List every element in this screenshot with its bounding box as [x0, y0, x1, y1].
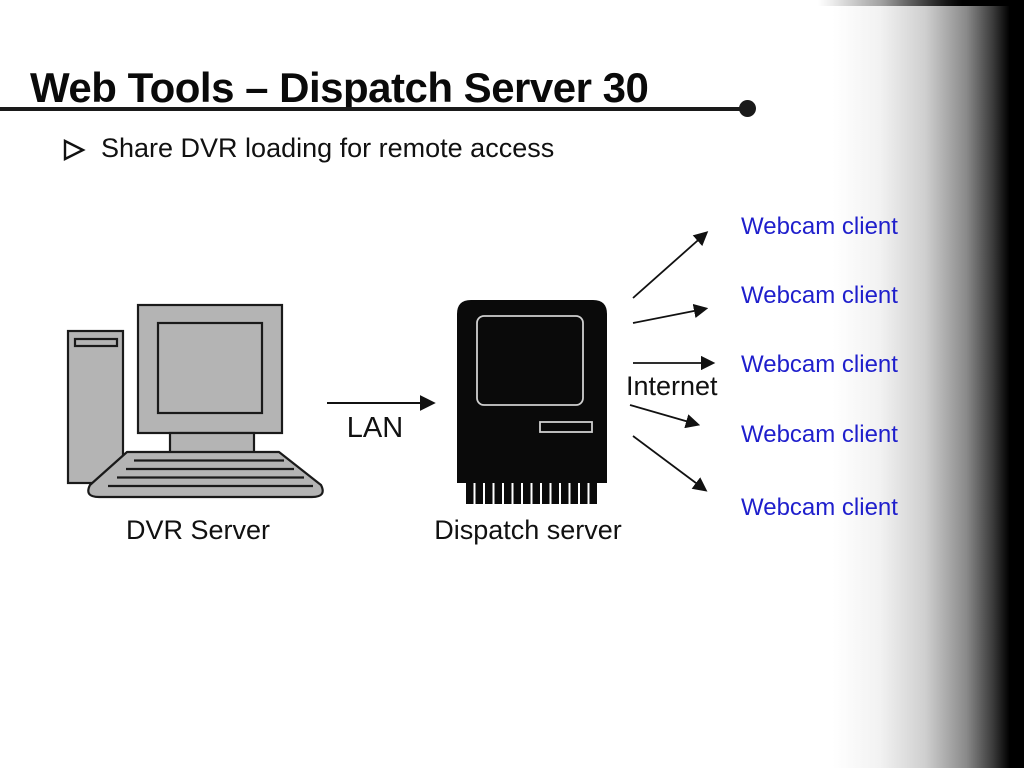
gradient-top-edge [818, 0, 1024, 6]
dispatch-vent-base [466, 483, 598, 504]
dispatch-server-graphic [457, 300, 607, 483]
arrow-client-4 [629, 404, 701, 429]
bullet-item: Share DVR loading for remote access [62, 132, 554, 164]
dispatch-server-label: Dispatch server [434, 515, 622, 545]
arrow-client-2 [632, 303, 709, 324]
right-gradient-background [818, 0, 1024, 768]
webcam-client-label-1: Webcam client [741, 213, 898, 240]
webcam-client-label-2: Webcam client [741, 282, 898, 309]
dispatch-disk-slot [539, 421, 593, 433]
arrow-client-1 [632, 231, 709, 299]
dvr-monitor-stand [168, 431, 256, 455]
title-rule-end-dot [739, 100, 756, 117]
page-title: Web Tools – Dispatch Server 30 [30, 64, 649, 112]
arrow-client-5 [632, 435, 708, 492]
dvr-keyboard [87, 450, 324, 499]
webcam-client-label-3: Webcam client [741, 351, 898, 378]
webcam-client-label-5: Webcam client [741, 494, 898, 521]
webcam-client-label-4: Webcam client [741, 421, 898, 448]
lan-label: LAN [346, 412, 404, 444]
bullet-text: Share DVR loading for remote access [101, 133, 555, 163]
arrowhead-bullet-icon [63, 139, 86, 161]
dvr-keyboard-rows [108, 459, 313, 488]
internet-label: Internet [626, 371, 718, 401]
dvr-tower-slot [73, 337, 119, 348]
title-underline-rule [0, 107, 741, 111]
dvr-tower [66, 329, 125, 485]
dvr-server-label: DVR Server [125, 515, 271, 545]
dvr-monitor-screen [156, 321, 264, 415]
internet-arrows [629, 231, 716, 492]
dvr-server-graphic [66, 303, 324, 499]
dispatch-screen [476, 315, 584, 406]
